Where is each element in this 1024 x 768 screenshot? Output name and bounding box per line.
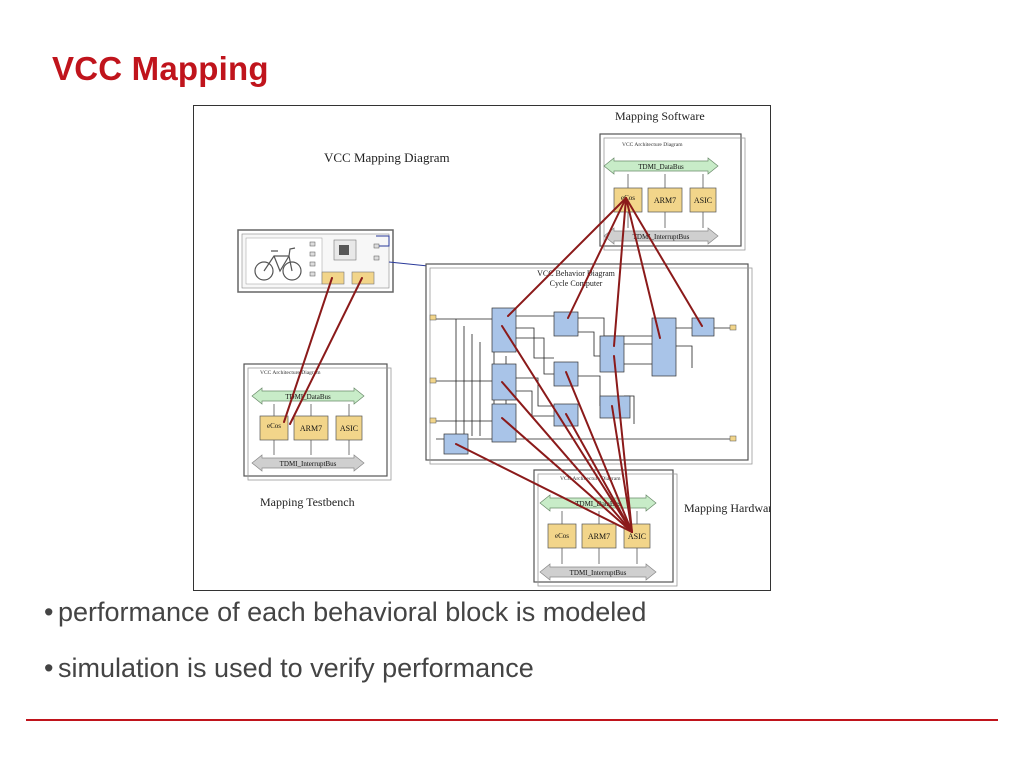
behavior-title-1: VCC Behavior Diagram bbox=[537, 269, 616, 278]
hardware-architecture-box: VCC Architecture Diagram TDMI_DataBus TD… bbox=[533, 469, 678, 587]
tb-arm7: ARM7 bbox=[300, 424, 322, 433]
footer-rule bbox=[26, 719, 998, 721]
bullet-dot: • bbox=[44, 653, 54, 683]
behavior-title-2: Cycle Computer bbox=[550, 279, 603, 288]
hw-interrupt-bus: TDMI_InterruptBus bbox=[570, 569, 627, 577]
sw-interrupt-bus: TDMI_InterruptBus bbox=[633, 233, 690, 241]
vcc-mapping-svg: VCC Mapping Diagram Mapping Software Map… bbox=[237, 109, 770, 587]
tb-asic: ASIC bbox=[340, 424, 358, 433]
bullet-dot: • bbox=[44, 597, 54, 627]
sw-data-bus: TDMI_DataBus bbox=[638, 163, 684, 171]
bicycle-icon bbox=[254, 247, 302, 281]
bullet-text: simulation is used to verify performance bbox=[58, 653, 534, 683]
sw-asic: ASIC bbox=[694, 196, 712, 205]
hw-data-bus: TDMI_DataBus bbox=[575, 500, 621, 508]
mapping-software-label: Mapping Software bbox=[615, 109, 705, 123]
software-architecture-box: VCC Architecture Diagram TDMI_DataBus TD… bbox=[599, 133, 746, 251]
mapping-hardware-label: Mapping Hardware bbox=[684, 501, 770, 515]
hw-arm7: ARM7 bbox=[588, 532, 610, 541]
sw-arch-title: VCC Architecture Diagram bbox=[622, 142, 683, 148]
tb-interrupt-bus: TDMI_InterruptBus bbox=[280, 460, 337, 468]
sw-ecos: eCos bbox=[621, 194, 635, 202]
behavior-blocks bbox=[443, 307, 715, 455]
behavior-diagram-box: VCC Behavior Diagram Cycle Computer bbox=[425, 263, 753, 465]
testbench-architecture-box: VCC Architecture Diagram TDMI_DataBus TD… bbox=[243, 363, 392, 481]
sw-arm7: ARM7 bbox=[654, 196, 676, 205]
hw-ecos: eCos bbox=[555, 532, 569, 540]
tb-arch-title: VCC Architecture Diagram bbox=[260, 370, 321, 376]
mapping-lines bbox=[283, 197, 703, 533]
bullet-text: performance of each behavioral block is … bbox=[58, 597, 647, 627]
vcc-mapping-figure: VCC Mapping Diagram Mapping Software Map… bbox=[193, 105, 771, 591]
slide-title: VCC Mapping bbox=[52, 50, 269, 87]
testbench-box bbox=[237, 229, 429, 293]
bullet-item: •performance of each behavioral block is… bbox=[44, 593, 646, 649]
tb-ecos: eCos bbox=[267, 422, 281, 430]
hw-arch-title: VCC Architecture Diagram bbox=[560, 476, 621, 482]
bullet-list: •performance of each behavioral block is… bbox=[44, 593, 646, 705]
hw-asic: ASIC bbox=[628, 532, 646, 541]
bullet-item: •simulation is used to verify performanc… bbox=[44, 649, 646, 705]
tb-data-bus: TDMI_DataBus bbox=[285, 393, 331, 401]
main-diagram-label: VCC Mapping Diagram bbox=[324, 150, 450, 165]
mapping-testbench-label: Mapping Testbench bbox=[260, 495, 355, 509]
